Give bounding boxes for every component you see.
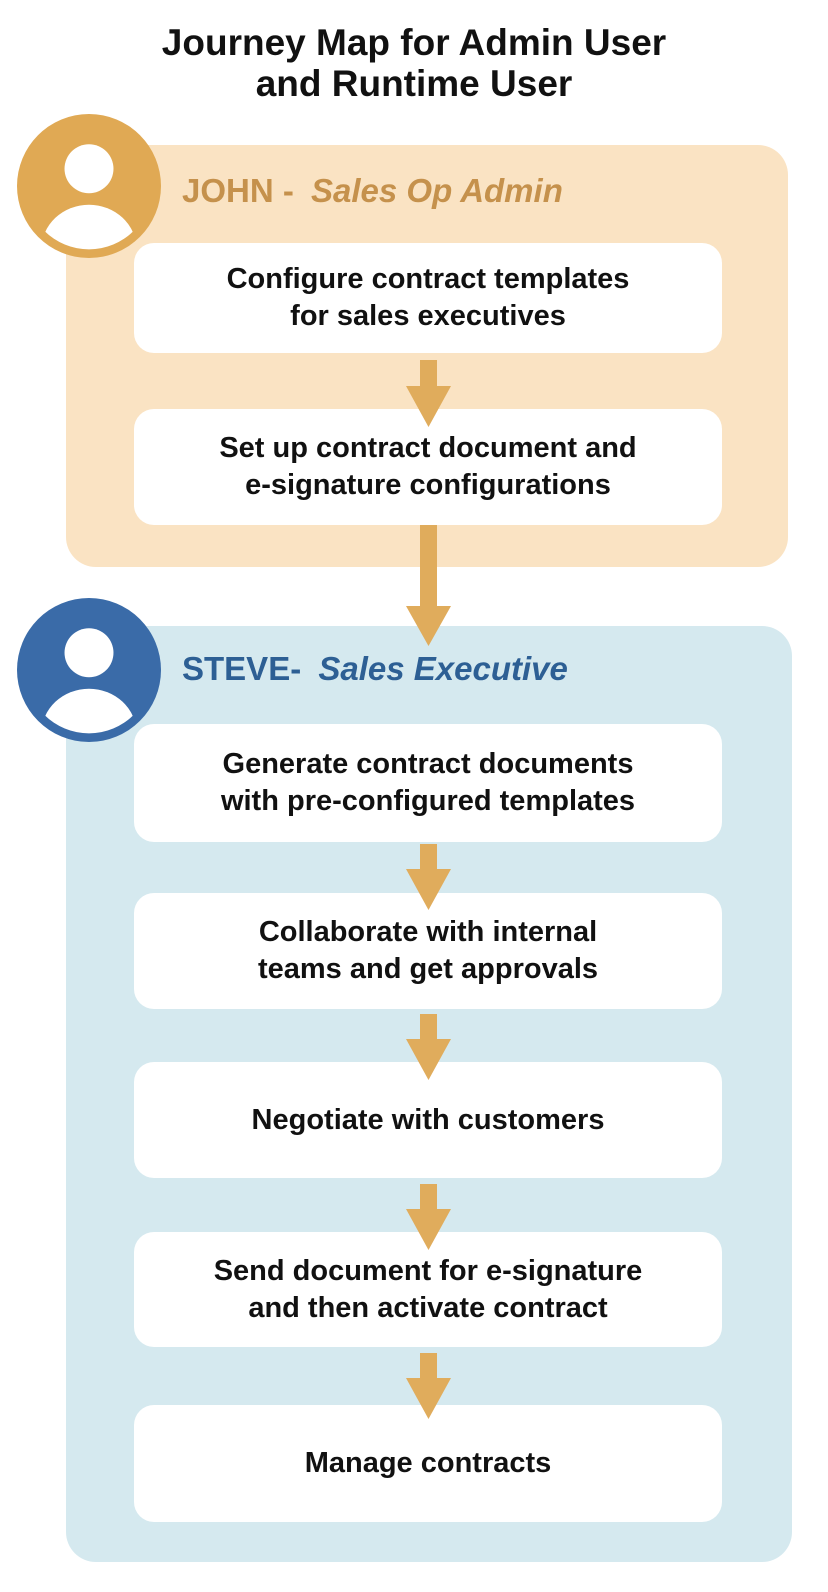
step-generate-documents: Generate contract documents with pre-con…	[134, 724, 722, 842]
step-text: Manage contracts	[304, 1447, 552, 1479]
step-manage-contracts: Manage contracts	[134, 1405, 722, 1522]
admin-persona-role: Sales Op Admin	[311, 172, 563, 209]
step-text: Negotiate with customers	[251, 1103, 605, 1136]
page-title-line2: and Runtime User	[255, 63, 573, 104]
step-configure-templates: Configure contract templates for sales e…	[134, 243, 722, 353]
flow-arrow-long-icon	[406, 525, 451, 646]
flow-arrow-icon	[406, 1184, 451, 1250]
step-text: Collaborate with internal	[258, 916, 598, 948]
step-text: e-signature configurations	[245, 469, 611, 501]
runtime-persona-role: Sales Executive	[318, 650, 568, 687]
step-text: Send document for e-signature	[213, 1254, 643, 1287]
step-text: Configure contract templates	[226, 263, 630, 295]
page-title-line1: Journey Map for Admin User	[161, 22, 667, 63]
page-title: Journey Map for Admin User and Runtime U…	[0, 22, 828, 104]
admin-persona-name: JOHN -	[182, 172, 294, 209]
step-text: with pre-configured templates	[220, 785, 636, 817]
step-send-esignature-activate: Send document for e-signature and then a…	[134, 1232, 722, 1347]
flow-arrow-icon	[406, 1353, 451, 1419]
step-text: teams and get approvals	[257, 953, 599, 985]
step-text: Set up contract document and	[219, 432, 637, 464]
runtime-persona-header: STEVE- Sales Executive	[182, 650, 568, 688]
admin-avatar-icon	[17, 114, 161, 258]
step-negotiate-customers: Negotiate with customers	[134, 1062, 722, 1178]
runtime-persona-name: STEVE-	[182, 650, 302, 687]
admin-persona-header: JOHN - Sales Op Admin	[182, 172, 563, 210]
step-collaborate-approvals: Collaborate with internal teams and get …	[134, 893, 722, 1009]
step-text: for sales executives	[290, 300, 566, 332]
flow-arrow-icon	[406, 360, 451, 427]
flow-arrow-icon	[406, 1014, 451, 1080]
step-text: and then activate contract	[248, 1291, 608, 1324]
runtime-avatar-icon	[17, 598, 161, 742]
step-text: Generate contract documents	[222, 748, 634, 780]
step-setup-esignature: Set up contract document and e-signature…	[134, 409, 722, 525]
flow-arrow-icon	[406, 844, 451, 910]
